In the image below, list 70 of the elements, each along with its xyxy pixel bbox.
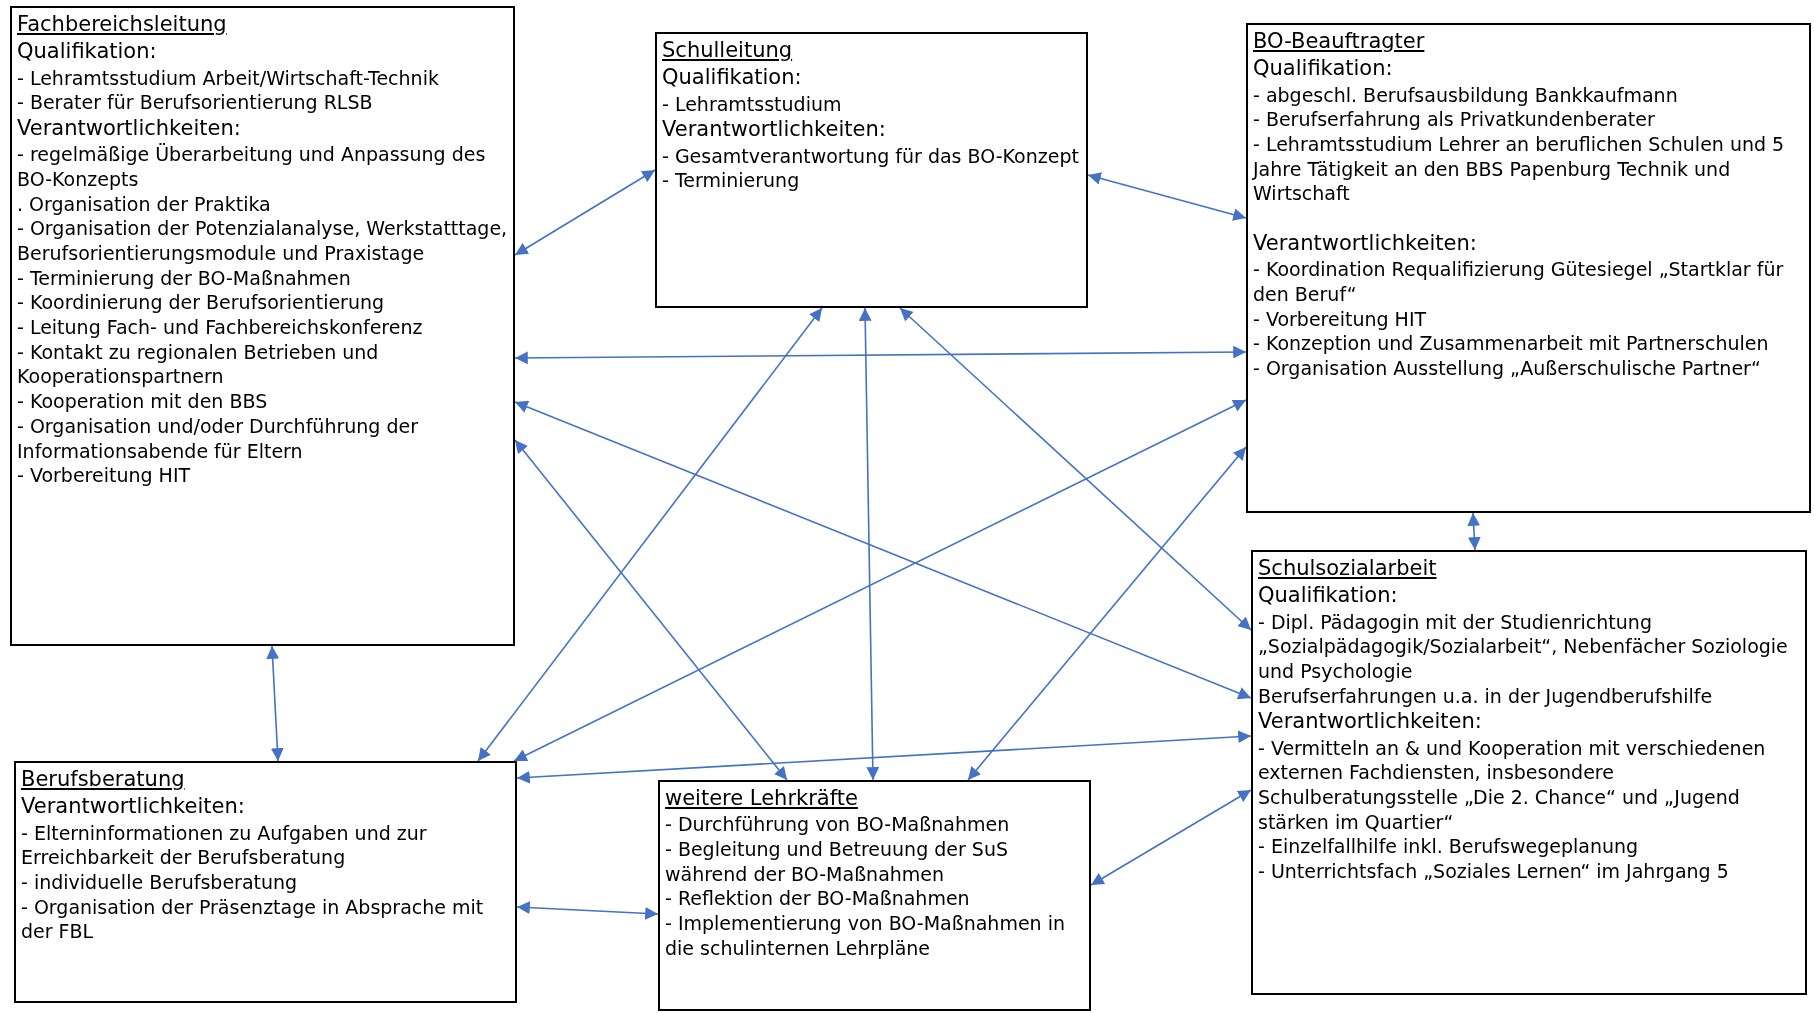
list-item: - Terminierung [662,168,801,193]
double-arrow [1087,172,1247,221]
list-item: - Vorbereitung HIT [1253,306,1428,332]
double-arrow [514,439,788,781]
list-item: - Implementierung von BO-Maßnahmen in die schulinternen Lehrpläne [665,911,1066,961]
list-item: - Gesamtverantwortung für das BO-Konzept [662,143,1080,169]
list-item: - Unterrichtsfach „Soziales Lernen“ im Jahrgang 5 [1258,859,1730,884]
double-arrow [513,399,1247,762]
double-arrow [1090,789,1252,886]
section-label: Qualifikation: [1258,582,1399,610]
section-label: Qualifikation: [662,64,803,92]
list-item: - abgeschl. Berufsausbildung Bankkaufmann [1253,82,1679,108]
list-item: - Kooperation mit den BBS [17,389,269,414]
list-item: - Lehramtsstudium Lehrer an beruflichen Schulen und 5 Jahre Tätigkeit an den BBS Papenburg Technik und Wirtschaft [1253,131,1786,207]
list-item: - Berufserfahrung als Privatkundenberater [1253,107,1656,132]
list-item: - Koordinierung der Berufsorientierung [17,290,386,316]
list-item: - Einzelfallhilfe inkl. Berufswegeplanung [1258,834,1640,860]
list-item: - regelmäßige Überarbeitung und Anpassung des BO-Konzepts [17,142,487,192]
double-arrow [477,307,823,762]
list-item: - Durchführung von BO-Maßnahmen [665,812,1011,837]
list-item: - Terminierung der BO-Maßnahmen [17,265,352,291]
box-heading: BO-Beauftragter [1253,28,1426,55]
list-item: - Vorbereitung HIT [17,463,192,488]
section-label: Qualifikation: [1253,55,1394,83]
role-box [1246,23,1811,513]
section-label: Verantwortlichkeiten: [1258,708,1483,736]
role-box [10,6,515,646]
section-label: Verantwortlichkeiten: [17,114,242,142]
double-arrow [899,307,1252,631]
list-item: - Elterninformationen zu Aufgaben und zur Erreichbarkeit der Berufsberatung [21,820,428,870]
double-arrow [516,730,1252,784]
list-item: Berufserfahrungen u.a. in der Jugendberufshilfe [1258,683,1714,709]
double-arrow [1467,512,1481,551]
list-item: - Reflektion der BO-Maßnahmen [665,886,971,912]
list-item: - Organisation der Präsenztage in Absprache mit der FBL [21,894,485,945]
list-item: - Begleitung und Betreuung der SuS während der BO-Maßnahmen [665,837,1009,887]
list-item: - Kontakt zu regionalen Betrieben und Kooperationspartnern [17,339,380,390]
list-item: - Organisation und/oder Durchführung der Informationsabende für Eltern [17,413,419,464]
list-item: - Konzeption und Zusammenarbeit mit Partnerschulen [1253,331,1770,357]
box-heading: Berufsberatung [21,766,186,793]
double-arrow [858,307,880,781]
role-box [14,761,517,1003]
double-arrow [967,446,1247,781]
role-box [655,32,1088,308]
box-heading: Schulsozialarbeit [1258,555,1438,582]
double-arrow [516,901,659,920]
double-arrow [514,169,656,256]
list-item: . Organisation der Praktika [17,191,272,217]
section-label: Verantwortlichkeiten: [1253,230,1478,258]
double-arrow [266,645,284,762]
list-item: - Berater für Berufsorientierung RLSB [17,90,374,115]
list-item: - Lehramtsstudium Arbeit/Wirtschaft-Technik [17,65,440,91]
list-item: - Leitung Fach- und Fachbereichskonferenz [17,315,424,340]
double-arrow [514,345,1247,365]
role-box [1251,550,1807,995]
role-box [658,780,1091,1011]
box-heading: Fachbereichsleitung [17,11,228,38]
list-item: - Koordination Requalifizierung Gütesiegel „Startklar für den Beruf“ [1253,257,1785,307]
list-item: - Organisation der Potenzialanalyse, Werkstatttage, Berufsorientierungsmodule und Praxistage [17,216,508,266]
double-arrow [514,400,1252,700]
list-item: - Vermitteln an & und Kooperation mit verschiedenen externen Fachdiensten, insbesondere Schulberatungsstelle „Die 2. Chance“ und „Jugend stärken im Quartier“ [1258,735,1767,835]
section-label: Qualifikation: [17,38,158,66]
list-item: - Dipl. Pädagogin mit der Studienrichtung „Sozialpädagogik/Sozialarbeit“, Nebenfächer Soziologie und Psychologie [1258,609,1789,684]
list-item: - individuelle Berufsberatung [21,869,299,895]
list-item: - Lehramtsstudium [662,91,843,117]
box-heading: Schulleitung [662,37,794,64]
section-label: Verantwortlichkeiten: [21,793,246,821]
section-label: Verantwortlichkeiten: [662,116,887,144]
box-heading: weitere Lehrkräfte [665,785,859,812]
list-item: - Organisation Ausstellung „Außerschulische Partner“ [1253,356,1762,381]
